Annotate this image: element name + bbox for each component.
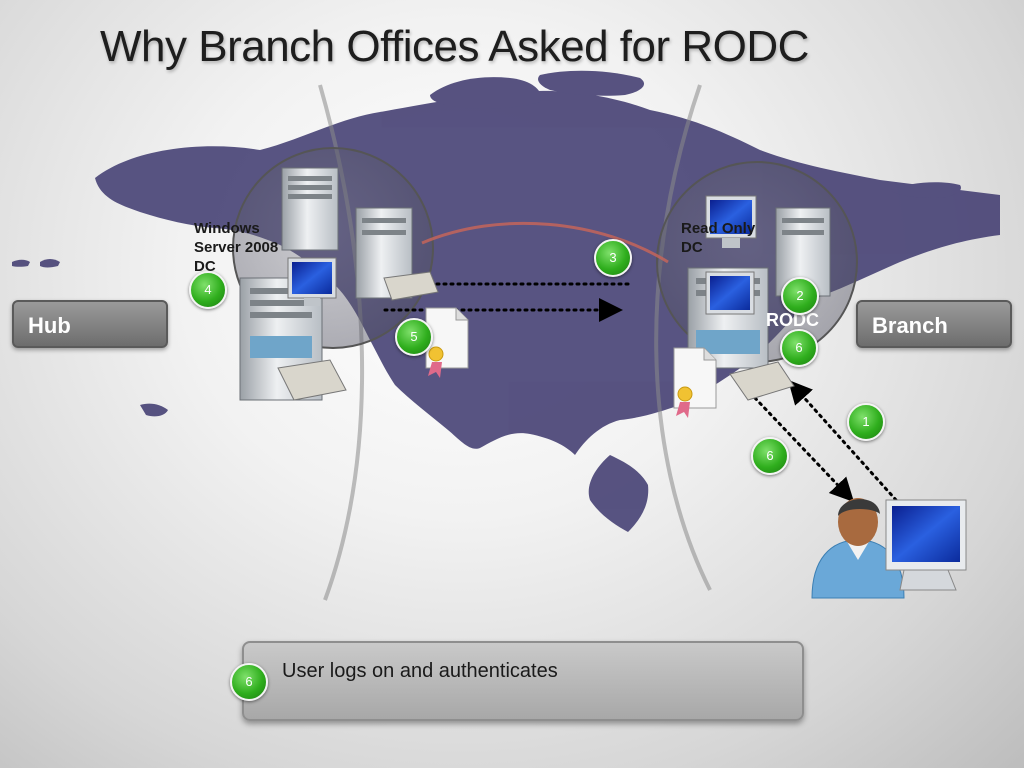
wan-link-arc <box>421 221 669 264</box>
step-badge-certificate: 5 <box>395 318 433 356</box>
branch-certificate-icon <box>673 347 717 418</box>
hub-dc-label: Windows Server 2008 DC <box>194 220 279 275</box>
step-badge-hub: 4 <box>189 271 227 309</box>
user-avatar-icon <box>811 498 905 599</box>
hub-label-box: Hub <box>12 300 168 348</box>
step-badge-user-response: 6 <box>751 437 789 475</box>
hub-keyboard-icon <box>277 359 347 401</box>
rodc-label: RODC <box>766 310 819 330</box>
caption-text: User logs on and authenticates <box>282 660 558 682</box>
step-badge-wan: 3 <box>594 239 632 277</box>
step-badge-user-request: 1 <box>847 403 885 441</box>
hub-server-rack <box>355 207 439 301</box>
user-request-arrow <box>787 379 898 502</box>
step-badge-branch-upper: 2 <box>781 277 819 315</box>
hub-monitor-icon <box>287 257 337 306</box>
user-monitor-icon <box>885 499 967 591</box>
slide-title: Why Branch Offices Asked for RODC <box>100 22 809 71</box>
step-caption-box <box>242 641 804 721</box>
meridian-arc-right <box>654 84 712 591</box>
branch-label-box: Branch <box>856 300 1012 348</box>
hub-certificate-icon <box>425 307 469 378</box>
branch-dc-label: Read Only DC <box>681 220 756 256</box>
caption-step-badge: 6 <box>230 663 268 701</box>
hub-server-tower-small <box>281 167 339 251</box>
rodc-server-icon <box>687 267 795 401</box>
step-badge-branch-lower: 6 <box>780 329 818 367</box>
rodc-response-arrow <box>753 396 855 503</box>
branch-monitor-icon <box>705 195 757 248</box>
